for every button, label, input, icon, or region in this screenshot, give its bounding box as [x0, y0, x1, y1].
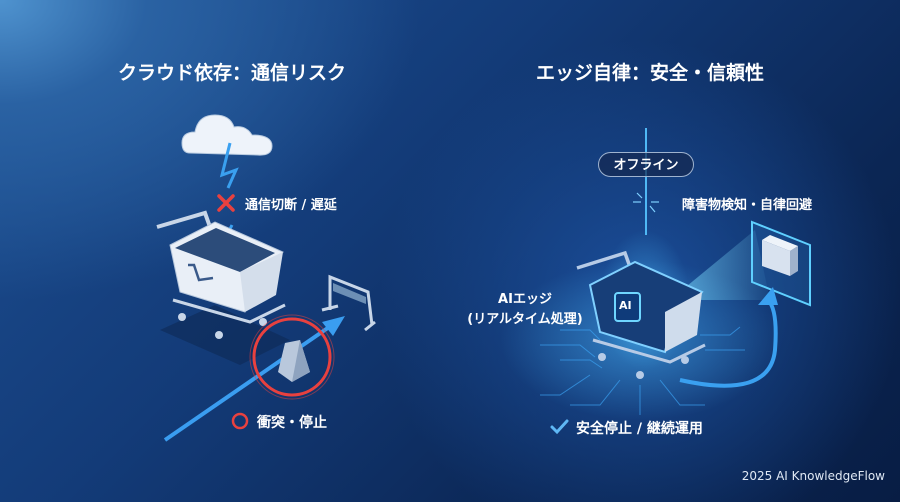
detection-label: 障害物検知・自律回避: [682, 198, 813, 213]
right-title: エッジ自律：安全・信頼性: [535, 62, 765, 84]
avoidance-arrow: [679, 287, 778, 388]
barrier-icon: [321, 274, 376, 332]
circuit-traces: [540, 326, 745, 415]
shopping-cart-left: [156, 210, 290, 365]
beam: [670, 230, 770, 300]
shopping-cart-right: [576, 250, 706, 379]
signal-break-icon: [633, 192, 659, 213]
collision-label: 衝突・停止: [257, 415, 327, 431]
edge-label-line2: (リアルタイム処理): [467, 312, 583, 327]
detection-frame: [751, 220, 811, 307]
ai-chip-label: AI: [619, 299, 632, 312]
check-icon: [550, 419, 569, 435]
x-mark-icon: [217, 194, 235, 212]
edge-label-line1: AIエッジ: [498, 292, 552, 307]
collision-ring: [249, 314, 335, 400]
ai-chip-icon: [614, 292, 641, 322]
comm-failure-label: 通信切断 / 遅延: [245, 198, 337, 213]
result-label: 安全停止 / 継続運用: [576, 421, 703, 437]
path-arrow-left: [163, 316, 345, 442]
left-title: クラウド依存：通信リスク: [117, 62, 347, 84]
footer-credit: 2025 AI KnowledgeFlow: [741, 469, 885, 483]
circle-mark-icon: [231, 412, 249, 430]
cloud-icon: [181, 114, 273, 156]
offline-badge: オフライン: [598, 152, 694, 177]
